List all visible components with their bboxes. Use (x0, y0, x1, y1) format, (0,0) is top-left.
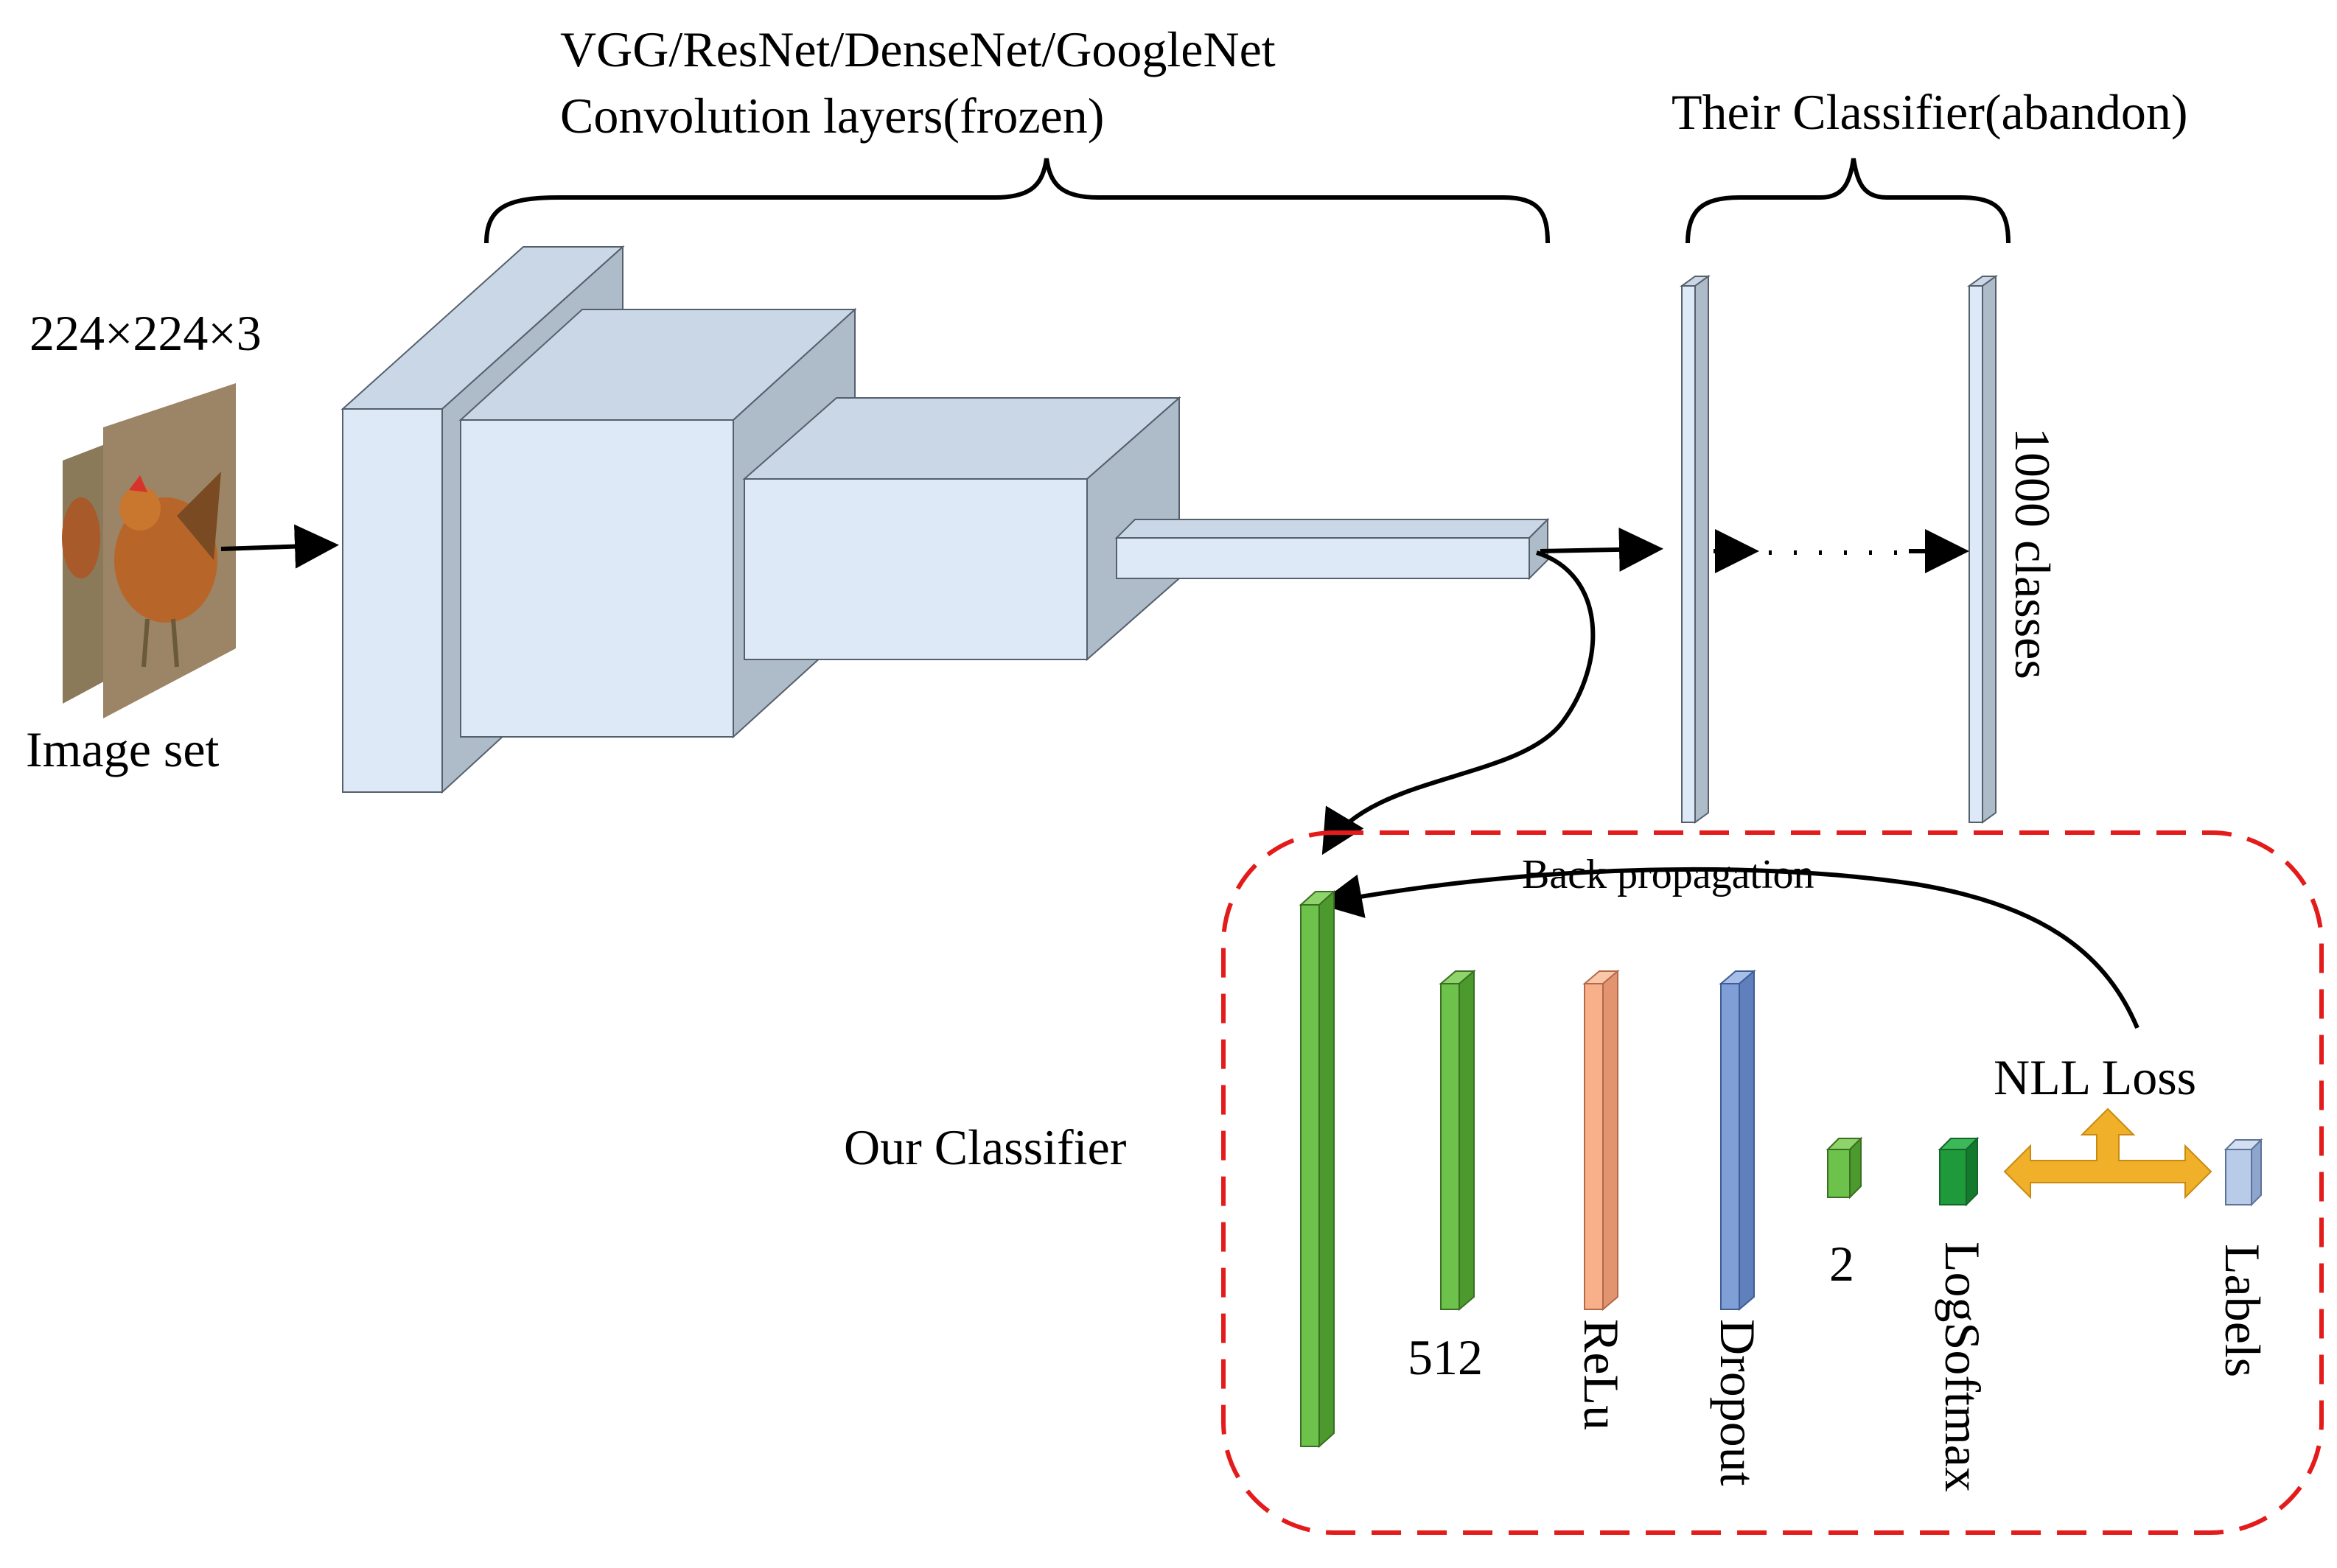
classifier-brace (1685, 158, 2011, 244)
layer-2-label: 2 (1829, 1236, 1854, 1292)
classes-label: 1000 classes (2005, 427, 2061, 679)
backbone-title-line2: Convolution layers(frozen) (560, 88, 1104, 144)
input-arrow (220, 524, 339, 569)
layer-2 (1826, 1136, 1863, 1200)
back-propagation-arrow (1318, 867, 2139, 1029)
feature-bar (1114, 517, 1550, 581)
input-size-label: 224×224×3 (29, 305, 262, 361)
labels-block (2224, 1138, 2263, 1207)
feature-to-classifier-arrow (1540, 527, 1663, 572)
layer-labels-label: Labels (2215, 1244, 2271, 1377)
image-set-thumbnails (62, 383, 236, 718)
image-set-label: Image set (26, 721, 220, 777)
layer-logsoftmax-label: LogSoftmax (1935, 1242, 1991, 1492)
layer-dropout (1719, 969, 1756, 1312)
our-classifier-box (1221, 830, 2324, 1535)
their-fc-layer-2 (1966, 275, 1999, 824)
nll-loss-label: NLL Loss (1994, 1049, 2196, 1105)
nll-loss-arrow (2003, 1107, 2212, 1200)
layer-logsoftmax (1938, 1136, 1980, 1207)
feature-to-our-classifier-arrow (1321, 550, 1596, 855)
layer-512-label: 512 (1408, 1329, 1483, 1385)
our-input-layer (1299, 889, 1336, 1449)
backbone-title-line1: VGG/ResNet/DenseNet/GoogleNet (560, 21, 1276, 77)
layer-relu-label: ReLu (1573, 1319, 1629, 1430)
conv-block-3 (742, 396, 1181, 662)
layer-512 (1439, 969, 1476, 1312)
their-classifier-title: Their Classifier(abandon) (1671, 84, 2188, 140)
backbone-brace (484, 158, 1550, 244)
layer-relu (1582, 969, 1620, 1312)
layer-dropout-label: Dropout (1710, 1319, 1766, 1486)
their-fc-layer-1 (1679, 275, 1711, 824)
our-classifier-label: Our Classifier (844, 1119, 1127, 1175)
